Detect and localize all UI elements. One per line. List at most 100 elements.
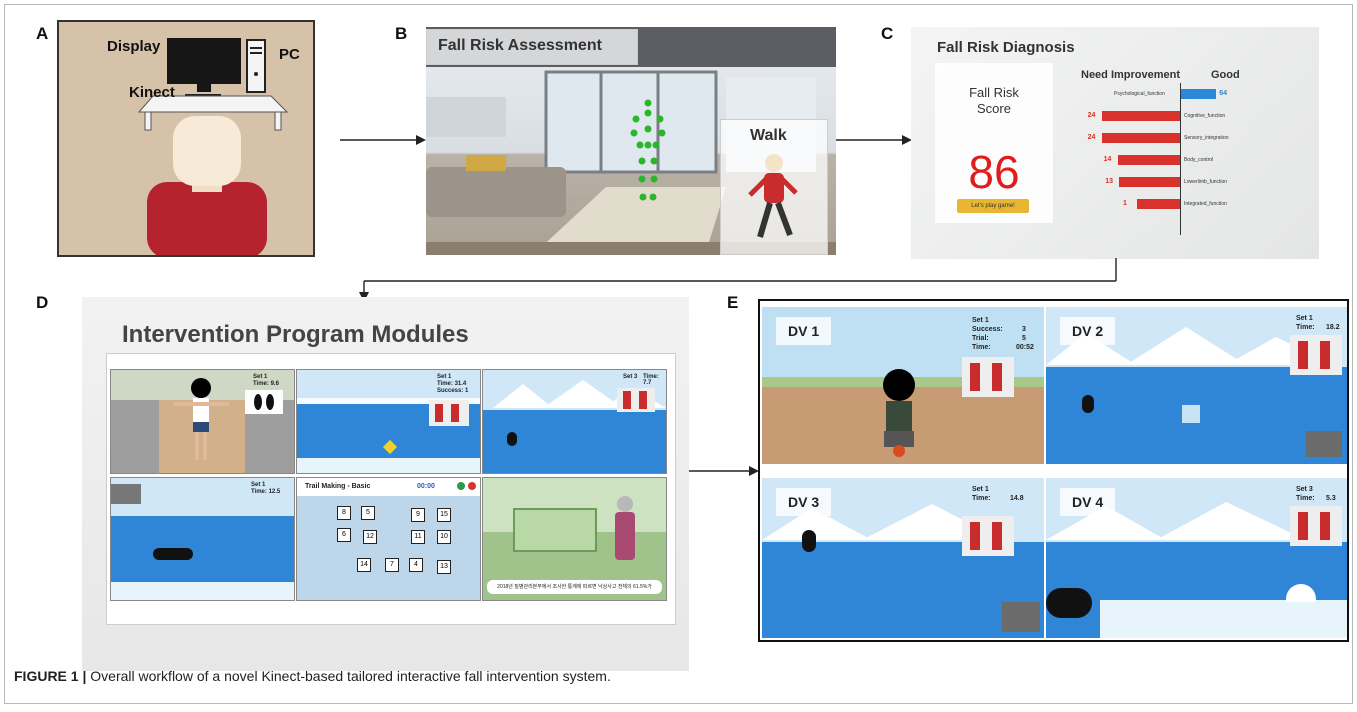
panel-label-a: A: [36, 24, 49, 43]
dv2-time: 18.2: [1326, 324, 1340, 331]
trail-number-box[interactable]: 15: [437, 508, 451, 522]
dv4-ice-shelf: [1100, 600, 1347, 638]
dv1-title: DV 1: [776, 317, 832, 345]
panel-b-fall-risk-assessment: Fall Risk Assessment Walk: [426, 27, 836, 255]
trail-making-timer: 00:00: [417, 483, 435, 490]
diagnosis-axis-line: [1180, 83, 1181, 235]
panel-label-e: E: [727, 293, 739, 312]
diagnosis-bar: [1101, 111, 1180, 121]
figure-caption-label: FIGURE 1 |: [14, 668, 87, 684]
dv3-room-inset: [1002, 602, 1040, 632]
trail-number-box[interactable]: 9: [411, 508, 425, 522]
m2-camera-inset: [429, 400, 469, 426]
trail-making-title: Trail Making - Basic: [305, 483, 371, 490]
arrow-a-to-b: [340, 135, 426, 145]
kinect-skeleton: [630, 99, 666, 201]
panel-label-d: D: [36, 293, 49, 312]
m3-set: Set 3: [623, 374, 638, 380]
diagnosis-bar-value: 14: [1103, 156, 1112, 163]
trail-number-box[interactable]: 11: [411, 530, 425, 544]
dv2-title: DV 2: [1060, 317, 1116, 345]
kinect-label: Kinect: [129, 84, 175, 101]
module-kitchen-quiz: 2018년 질병관리본부에서 조사한 통계에 따르면 낙상사고 전체의 61.5…: [482, 477, 667, 601]
need-improvement-header: Need Improvement: [1081, 69, 1181, 81]
dv4-orca-icon: [1046, 588, 1092, 618]
dv2-time-label: Time:: [1296, 324, 1315, 331]
diagnosis-bar-value: 13: [1105, 178, 1113, 185]
diagnosis-bar: [1117, 155, 1180, 165]
diagnosis-bar-label: Cognitive_function: [1184, 113, 1226, 119]
figure-caption: FIGURE 1 | Overall workflow of a novel K…: [14, 668, 611, 684]
grandmother-figure: [615, 496, 635, 560]
m2-set: Set 1: [437, 374, 452, 380]
dv3-screen: DV 3 Set 1 Time: 14.8: [762, 478, 1044, 638]
trail-number-box[interactable]: 7: [385, 558, 399, 572]
arrow-d-to-e: [689, 466, 759, 476]
star-icon: [382, 439, 398, 455]
trail-number-box[interactable]: 14: [357, 558, 371, 572]
dv2-screen: DV 2 Set 1 Time: 18.2: [1046, 307, 1347, 464]
good-header: Good: [1211, 69, 1240, 81]
m1-time: 9.6: [270, 381, 279, 387]
panel-label-b: B: [395, 24, 408, 43]
dv1-trial: 5: [1022, 335, 1026, 342]
dv2-penguin-icon: [1082, 395, 1094, 413]
panel-d-intervention-modules: Intervention Program Modules Set 1 Time:…: [82, 297, 689, 671]
panel-c-fall-risk-diagnosis: Fall Risk Diagnosis Fall Risk Score 86 L…: [911, 27, 1319, 259]
assessment-title: Fall Risk Assessment: [438, 37, 602, 54]
trail-number-box[interactable]: 12: [363, 530, 377, 544]
m1-set: Set 1: [253, 374, 268, 380]
arrow-b-to-c: [836, 135, 912, 145]
m4-time-label: Time:: [251, 489, 267, 495]
dv1-trial-label: Trial:: [972, 335, 989, 342]
trail-number-box[interactable]: 6: [337, 528, 351, 542]
stop-icon[interactable]: [468, 482, 476, 490]
dv3-set: Set 1: [972, 486, 989, 493]
quiz-subtitle: 2018년 질병관리본부에서 조사한 통계에 따르면 낙상사고 전체의 61.5…: [487, 580, 662, 594]
display-label: Display: [107, 38, 161, 55]
dv3-penguin-icon: [802, 530, 816, 552]
dv2-camera-inset: [1290, 335, 1342, 375]
play-icon[interactable]: [457, 482, 465, 490]
dv4-camera-inset: [1290, 506, 1342, 546]
dv1-success-label: Success:: [972, 326, 1003, 333]
panel-a-setup-illustration: Display PC Kinect: [57, 20, 315, 257]
play-game-button[interactable]: Let's play game!: [957, 199, 1029, 213]
dv1-screen: DV 1 Set 1 Success: 3 Trial: 5 Time: 00:…: [762, 307, 1044, 464]
diagnosis-bar: [1101, 133, 1180, 143]
module-ice-floe: Set 1 Time: 31.4 Success: 1: [296, 369, 481, 474]
modules-title: Intervention Program Modules: [122, 321, 469, 348]
orca-icon: [153, 548, 193, 560]
dv3-time-label: Time:: [972, 495, 991, 502]
diagnosis-bar: [1181, 89, 1217, 99]
walking-figure: [748, 154, 798, 238]
diagnosis-bar-value: 1: [1123, 200, 1127, 207]
trail-number-box[interactable]: 13: [437, 560, 451, 574]
m3-camera-inset: [617, 388, 655, 412]
dv1-set: Set 1: [972, 317, 989, 324]
trail-number-box[interactable]: 10: [437, 530, 451, 544]
m4-set: Set 1: [251, 482, 266, 488]
m3-time: 7.7: [643, 380, 652, 386]
diagnosis-bar-label: Integrated_function: [1184, 201, 1227, 207]
trail-number-box[interactable]: 8: [337, 506, 351, 520]
figure-frame: [4, 4, 1353, 704]
dv3-time: 14.8: [1010, 495, 1024, 502]
penguin-icon: [507, 432, 517, 446]
dv1-success: 3: [1022, 326, 1026, 333]
m3-time-label: Time:: [643, 374, 659, 380]
dv2-set: Set 1: [1296, 315, 1313, 322]
dv3-title: DV 3: [776, 488, 832, 516]
m2-time: 31.4: [454, 381, 467, 387]
module-balance-stance: Set 1 Time: 9.6: [110, 369, 295, 474]
m2-success-label: Success:: [437, 388, 464, 394]
diagnosis-bar-value: 24: [1087, 112, 1096, 119]
score-card: [935, 63, 1053, 223]
diagnosis-bar-label: Lowerlimb_function: [1184, 179, 1228, 185]
setup-drawing: [137, 38, 289, 255]
m4-time: 12.5: [268, 489, 281, 495]
score-label: Fall Risk Score: [969, 85, 1019, 116]
trail-number-box[interactable]: 5: [361, 506, 375, 520]
trail-number-box[interactable]: 4: [409, 558, 423, 572]
